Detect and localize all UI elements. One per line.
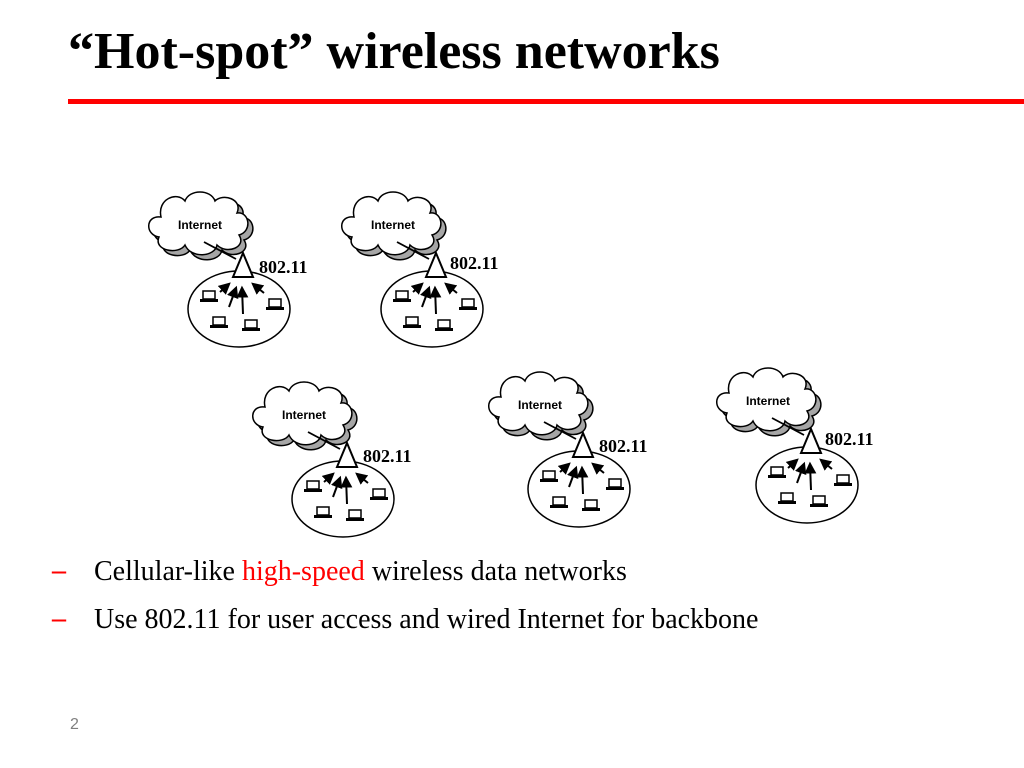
wired-link: [307, 431, 341, 450]
wireless-links: [217, 282, 265, 315]
laptop-icon: [581, 499, 601, 512]
laptop-icon: [402, 316, 422, 329]
standard-label: 802.11: [825, 429, 874, 449]
cloud-label: Internet: [746, 394, 790, 408]
laptop-icon: [345, 509, 365, 522]
laptop-icon: [434, 319, 454, 332]
slide-title: “Hot-spot” wireless networks: [68, 23, 720, 80]
wireless-links: [410, 282, 458, 315]
wired-link: [771, 417, 805, 436]
wireless-links: [557, 462, 605, 495]
laptop-icon: [392, 290, 412, 303]
laptop-icon: [777, 492, 797, 505]
access-point-icon: [571, 430, 595, 458]
laptop-icon: [199, 290, 219, 303]
laptop-icon: [809, 495, 829, 508]
bullet-text: Use 802.11 for user access and wired Int…: [94, 604, 759, 635]
laptop-icon: [605, 478, 625, 491]
bullet-list: – Cellular-like high-speed wireless data…: [52, 555, 759, 652]
wired-link: [543, 421, 577, 440]
laptop-icon: [539, 470, 559, 483]
laptop-icon: [549, 496, 569, 509]
bullet-dash: –: [52, 555, 66, 586]
bullet-item: – Use 802.11 for user access and wired I…: [52, 603, 759, 652]
hotspot-3: Internet 802.11: [251, 381, 412, 538]
internet-cloud: Internet: [340, 191, 447, 261]
cloud-label: Internet: [282, 408, 326, 422]
wired-link: [203, 241, 237, 260]
access-point-icon: [799, 426, 823, 454]
wired-link: [396, 241, 430, 260]
hotspot-2: Internet 802.11: [340, 191, 499, 348]
cloud-label: Internet: [178, 218, 222, 232]
wireless-links: [321, 472, 369, 505]
page-number: 2: [70, 716, 79, 733]
laptop-icon: [241, 319, 261, 332]
laptop-icon: [209, 316, 229, 329]
hotspot-4: Internet 802.11: [487, 371, 648, 528]
internet-cloud: Internet: [147, 191, 254, 261]
bullet-item: – Cellular-like high-speed wireless data…: [52, 555, 758, 604]
hotspot-5: Internet 802.11: [715, 367, 874, 524]
laptop-icon: [265, 298, 285, 311]
laptop-icon: [369, 488, 389, 501]
access-point-icon: [424, 250, 448, 278]
standard-label: 802.11: [599, 436, 648, 456]
access-point-icon: [231, 250, 255, 278]
wireless-links: [785, 458, 833, 491]
laptop-icon: [458, 298, 478, 311]
title-underline: [68, 99, 1024, 104]
access-point-icon: [335, 440, 359, 468]
internet-cloud: Internet: [487, 371, 594, 441]
bullet-text: wireless data networks: [364, 556, 627, 587]
internet-cloud: Internet: [715, 367, 822, 437]
cloud-label: Internet: [518, 398, 562, 412]
laptop-icon: [767, 466, 787, 479]
standard-label: 802.11: [259, 257, 308, 277]
internet-cloud: Internet: [251, 381, 358, 451]
standard-label: 802.11: [450, 253, 499, 273]
laptop-icon: [833, 474, 853, 487]
hotspot-1: Internet 802.11: [147, 191, 308, 348]
cloud-label: Internet: [371, 218, 415, 232]
laptop-icon: [313, 506, 333, 519]
bullet-text: Cellular-like: [94, 556, 242, 587]
bullet-dash: –: [52, 603, 66, 634]
standard-label: 802.11: [363, 446, 412, 466]
laptop-icon: [303, 480, 323, 493]
highlighted-text: high-speed: [241, 556, 365, 587]
